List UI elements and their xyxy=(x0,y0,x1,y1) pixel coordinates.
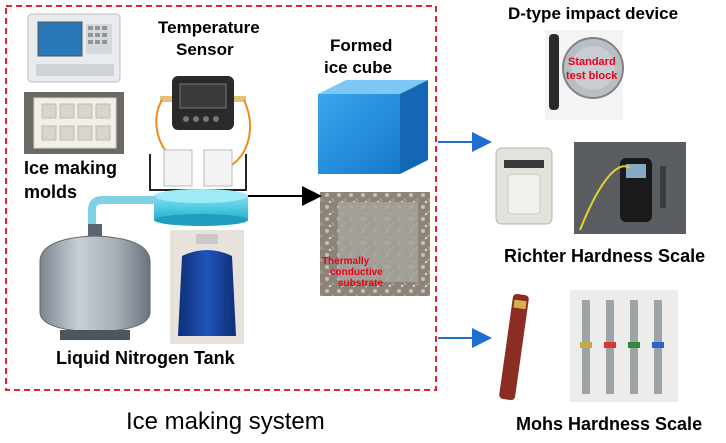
substrate-label-2: conductive xyxy=(330,267,383,278)
test-block-label-2: test block xyxy=(566,70,618,82)
ice-cube-illustration xyxy=(318,80,428,174)
ice-molds-photo xyxy=(24,92,124,154)
temperature-sensor-label-1: Temperature xyxy=(158,18,260,37)
nitrogen-pipe xyxy=(88,196,156,236)
formed-ice-label-1: Formed xyxy=(330,36,393,55)
tank-label: Liquid Nitrogen Tank xyxy=(56,348,235,368)
impact-device-photo xyxy=(545,30,624,120)
richter-tester-photo xyxy=(495,142,686,234)
molds-label-2: molds xyxy=(24,182,78,202)
formed-ice-label-2: ice cube xyxy=(324,58,393,77)
richter-scale-label: Richter Hardness Scale xyxy=(504,246,706,266)
dewar-photo xyxy=(170,230,244,344)
temperature-sensor-label-2: Sensor xyxy=(176,40,234,59)
dtype-device-label: D-type impact device xyxy=(508,4,679,23)
substrate-photo xyxy=(320,192,430,296)
test-block-label-1: Standard xyxy=(568,56,616,68)
nitrogen-bath xyxy=(154,189,248,226)
system-title: Ice making system xyxy=(126,408,325,435)
substrate-label-3: substrate xyxy=(338,278,384,289)
system-boundary xyxy=(5,5,437,391)
mold-bath xyxy=(149,149,247,191)
nitrogen-tank-illustration xyxy=(39,224,151,340)
molds-label-1: Ice making xyxy=(24,158,118,178)
mohs-scale-label: Mohs Hardness Scale xyxy=(516,414,703,434)
substrate-label-1: Thermally xyxy=(322,256,370,267)
temperature-sensor-device xyxy=(155,76,252,169)
data-logger-photo xyxy=(27,13,121,83)
mohs-pens-photo xyxy=(499,290,678,402)
